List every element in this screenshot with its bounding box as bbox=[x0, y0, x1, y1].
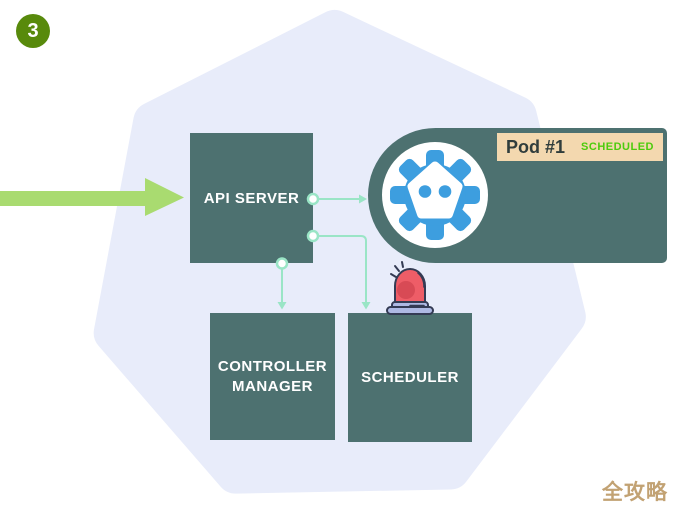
gear-robot-icon bbox=[390, 150, 480, 240]
step-badge: 3 bbox=[16, 14, 50, 48]
siren-highlight bbox=[417, 272, 425, 288]
controller-manager-label: CONTROLLER MANAGER bbox=[217, 357, 328, 395]
step-number: 3 bbox=[27, 19, 39, 42]
pod-name: Pod #1 bbox=[506, 136, 566, 157]
pod-status-badge: SCHEDULED bbox=[581, 141, 654, 153]
scheduler-label: SCHEDULER bbox=[361, 369, 459, 386]
pod-title-bar: Pod #1 SCHEDULED bbox=[497, 133, 663, 161]
siren-ray bbox=[401, 261, 404, 268]
siren-base-bottom bbox=[386, 306, 434, 315]
siren-ray bbox=[394, 265, 400, 272]
robot-face bbox=[407, 161, 463, 219]
watermark-text: 全攻略 bbox=[602, 480, 668, 504]
siren-inner-light bbox=[397, 281, 415, 299]
pod-capsule: Pod #1 SCHEDULED bbox=[368, 128, 667, 263]
controller-manager-box: CONTROLLER MANAGER bbox=[210, 313, 335, 440]
siren-ray bbox=[390, 273, 397, 278]
robot-eye-right bbox=[438, 185, 452, 198]
api-server-label: API SERVER bbox=[203, 189, 300, 207]
api-server-box: API SERVER bbox=[190, 133, 313, 263]
alarm-siren-icon bbox=[386, 261, 434, 315]
pod-robot-circle bbox=[382, 142, 488, 248]
flow-arrow-icon bbox=[0, 178, 184, 216]
scheduler-box: SCHEDULER bbox=[348, 313, 472, 442]
robot-eye-left bbox=[418, 185, 432, 198]
